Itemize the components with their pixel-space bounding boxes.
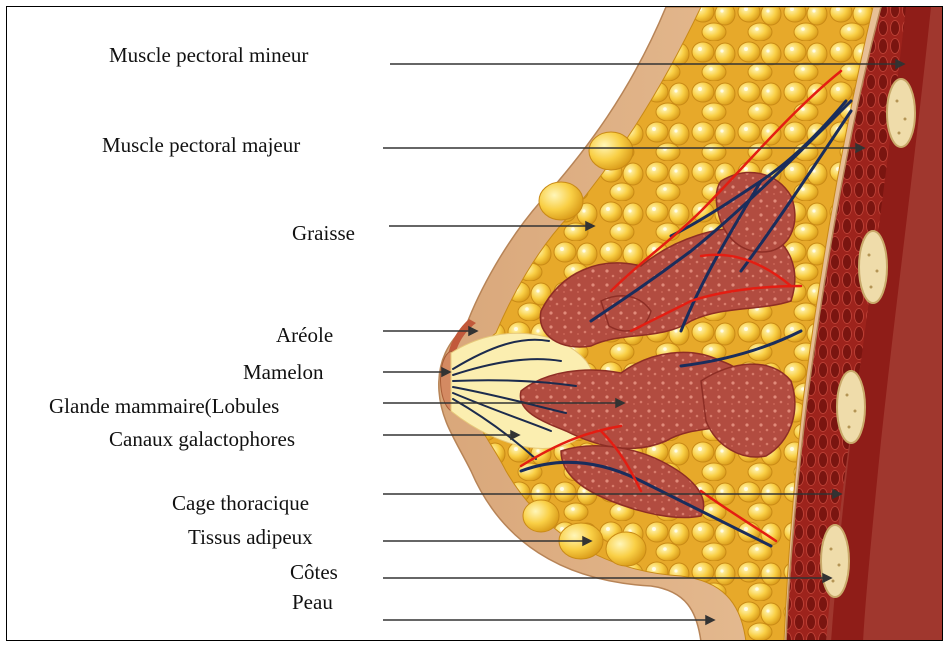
label-peau: Peau <box>292 590 333 614</box>
label-muscle-pectoral-majeur: Muscle pectoral majeur <box>102 133 300 157</box>
breast-anatomy-illustration <box>7 7 943 641</box>
label-areole: Aréole <box>276 323 333 347</box>
label-canaux-galactophores: Canaux galactophores <box>109 427 295 451</box>
label-glande-mammaire: Glande mammaire(Lobules <box>49 394 279 418</box>
figure-frame: Muscle pectoral mineur Muscle pectoral m… <box>6 6 943 641</box>
label-muscle-pectoral-mineur: Muscle pectoral mineur <box>109 43 308 67</box>
label-tissus-adipeux: Tissus adipeux <box>188 525 313 549</box>
label-mamelon: Mamelon <box>243 360 323 384</box>
label-cage-thoracique: Cage thoracique <box>172 491 309 515</box>
label-graisse: Graisse <box>292 221 355 245</box>
label-cotes: Côtes <box>290 560 338 584</box>
